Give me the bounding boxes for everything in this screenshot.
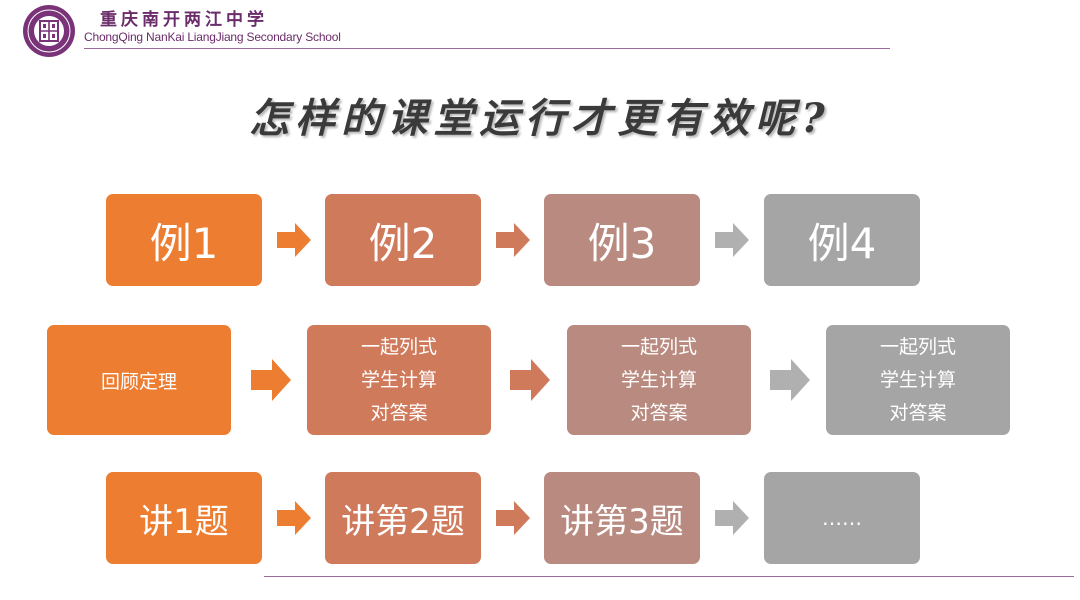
footer-divider (264, 576, 1074, 577)
arrow-right-icon (715, 223, 749, 257)
arrow-right-icon (510, 359, 550, 401)
school-logo (23, 5, 75, 57)
arrow-right-icon (277, 223, 311, 257)
school-name-en: ChongQing NanKai LiangJiang Secondary Sc… (84, 30, 341, 44)
row2-step-3: 一起列式 学生计算 对答案 (567, 325, 751, 435)
row1-step-2-label: 例2 (368, 218, 438, 268)
row3-step-1-label: 讲1题 (139, 501, 229, 542)
arrow-right-icon (715, 501, 749, 535)
row2-step-2-line-2: 学生计算 (360, 368, 437, 391)
row2-step-3-line-3: 对答案 (630, 401, 688, 424)
header-divider (84, 48, 890, 49)
row2-step-4-line-3: 对答案 (889, 401, 947, 424)
row1-step-4: 例4 (764, 194, 920, 286)
arrow-right-icon (277, 501, 311, 535)
arrow-right-icon (770, 359, 810, 401)
row3-step-4-label: …… (822, 506, 862, 530)
row2-step-2-line-1: 一起列式 (360, 335, 437, 358)
row3-step-3: 讲第3题 (544, 472, 700, 564)
row2-step-3-line-2: 学生计算 (620, 368, 697, 391)
row3-step-2-label: 讲第2题 (341, 501, 465, 542)
arrow-right-icon (496, 223, 530, 257)
row3-step-2: 讲第2题 (325, 472, 481, 564)
row1-step-2: 例2 (325, 194, 481, 286)
row2-step-3-line-1: 一起列式 (620, 335, 697, 358)
school-name-cn: 重庆南开两江中学 (100, 10, 268, 30)
row1-step-1: 例1 (106, 194, 262, 286)
arrow-right-icon (496, 501, 530, 535)
row2-step-4: 一起列式 学生计算 对答案 (826, 325, 1010, 435)
row3-step-1: 讲1题 (106, 472, 262, 564)
row3-step-4: …… (764, 472, 920, 564)
row2-step-2: 一起列式 学生计算 对答案 (307, 325, 491, 435)
row2-step-2-line-3: 对答案 (370, 401, 428, 424)
row2-step-1-label: 回顾定理 (100, 370, 177, 393)
row2-step-4-line-1: 一起列式 (879, 335, 956, 358)
row2-step-1: 回顾定理 (47, 325, 231, 435)
row2-step-4-line-2: 学生计算 (879, 368, 956, 391)
row3-step-3-label: 讲第3题 (560, 501, 684, 542)
row1-step-1-label: 例1 (149, 218, 219, 268)
arrow-right-icon (251, 359, 291, 401)
row1-step-3-label: 例3 (587, 218, 657, 268)
row1-step-4-label: 例4 (807, 218, 877, 268)
row1-step-3: 例3 (544, 194, 700, 286)
slide-title: 怎样的课堂运行才更有效呢? (249, 95, 831, 142)
